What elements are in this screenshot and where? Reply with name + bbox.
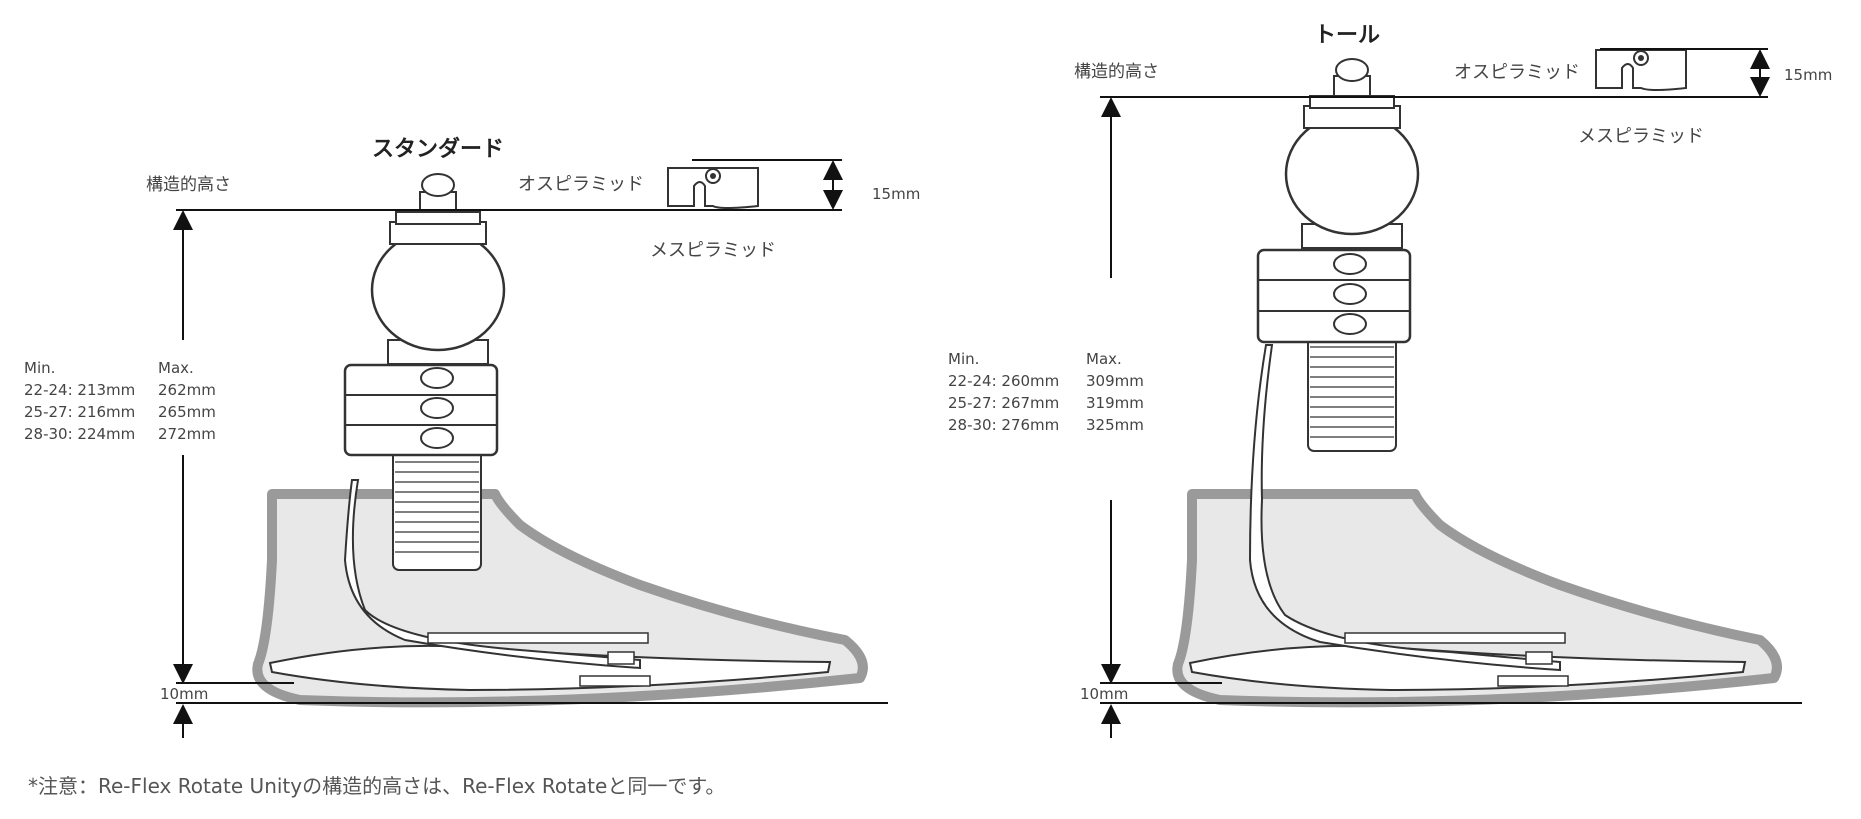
- standard-threaded-pylon: [392, 449, 482, 571]
- standard-toe-plate: [579, 675, 651, 687]
- standard-female-pyramid-label: メスピラミッド: [650, 240, 776, 261]
- standard-male-pyramid-label: オスピラミッド: [518, 174, 644, 195]
- standard-male-pyramid: [667, 167, 759, 209]
- tall-shock-housing: [1284, 58, 1420, 249]
- tall-row-min: 28-30: 276mm: [948, 416, 1059, 434]
- tall-heel-height: 10mm: [1080, 685, 1128, 703]
- standard-blade: [343, 479, 641, 670]
- standard-build-height-label: 構造的高さ: [146, 175, 231, 195]
- standard-row-max: 265mm: [158, 403, 216, 421]
- tall-row-min: 25-27: 267mm: [948, 394, 1059, 412]
- standard-dimension-table: Min. Max. 22-24: 213mm 262mm 25-27: 216m…: [24, 359, 216, 443]
- tall-threaded-pylon: [1307, 334, 1397, 452]
- tall-female-pyramid-label: メスピラミッド: [1578, 126, 1704, 147]
- tall-title: トール: [1314, 23, 1380, 48]
- tall-row-max: 325mm: [1086, 416, 1144, 434]
- tall-male-pyramid: [1595, 49, 1687, 91]
- tall-panel: トール 構造的高さ オスピラミッド メスピラミッド 15mm 10mm Min.…: [948, 23, 1832, 738]
- standard-max-header: Max.: [158, 359, 194, 377]
- standard-pyramid-height: 15mm: [872, 185, 920, 203]
- tall-min-header: Min.: [948, 350, 979, 368]
- tall-clamp: [1256, 248, 1412, 344]
- standard-heel-height: 10mm: [160, 685, 208, 703]
- tall-bolt: [1525, 651, 1553, 665]
- standard-row-min: 25-27: 216mm: [24, 403, 135, 421]
- tall-row-min: 22-24: 260mm: [948, 372, 1059, 390]
- tall-row-max: 319mm: [1086, 394, 1144, 412]
- standard-min-header: Min.: [24, 359, 55, 377]
- standard-row-min: 28-30: 224mm: [24, 425, 135, 443]
- standard-row-min: 22-24: 213mm: [24, 381, 135, 399]
- tall-dimension-table: Min. Max. 22-24: 260mm 309mm 25-27: 267m…: [948, 350, 1144, 434]
- tall-male-pyramid-label: オスピラミッド: [1454, 62, 1580, 83]
- tall-row-max: 309mm: [1086, 372, 1144, 390]
- standard-row-max: 262mm: [158, 381, 216, 399]
- tall-build-height-label: 構造的高さ: [1074, 62, 1159, 82]
- tall-toe-plate: [1497, 675, 1569, 687]
- tall-blade: [1248, 344, 1561, 672]
- standard-shock-housing: [370, 173, 506, 365]
- tall-heel-block: [1344, 632, 1566, 644]
- standard-title: スタンダード: [372, 136, 504, 162]
- tall-pyramid-height: 15mm: [1784, 66, 1832, 84]
- standard-bolt: [607, 651, 635, 665]
- standard-row-max: 272mm: [158, 425, 216, 443]
- standard-heel-block: [427, 632, 649, 644]
- standard-clamp: [343, 363, 499, 457]
- tall-max-header: Max.: [1086, 350, 1122, 368]
- footnote: *注意：Re-Flex Rotate Unityの構造的高さは、Re-Flex …: [28, 774, 725, 798]
- standard-panel: スタンダード 構造的高さ オスピラミッド メスピラミッド 15mm 10mm M…: [24, 136, 920, 738]
